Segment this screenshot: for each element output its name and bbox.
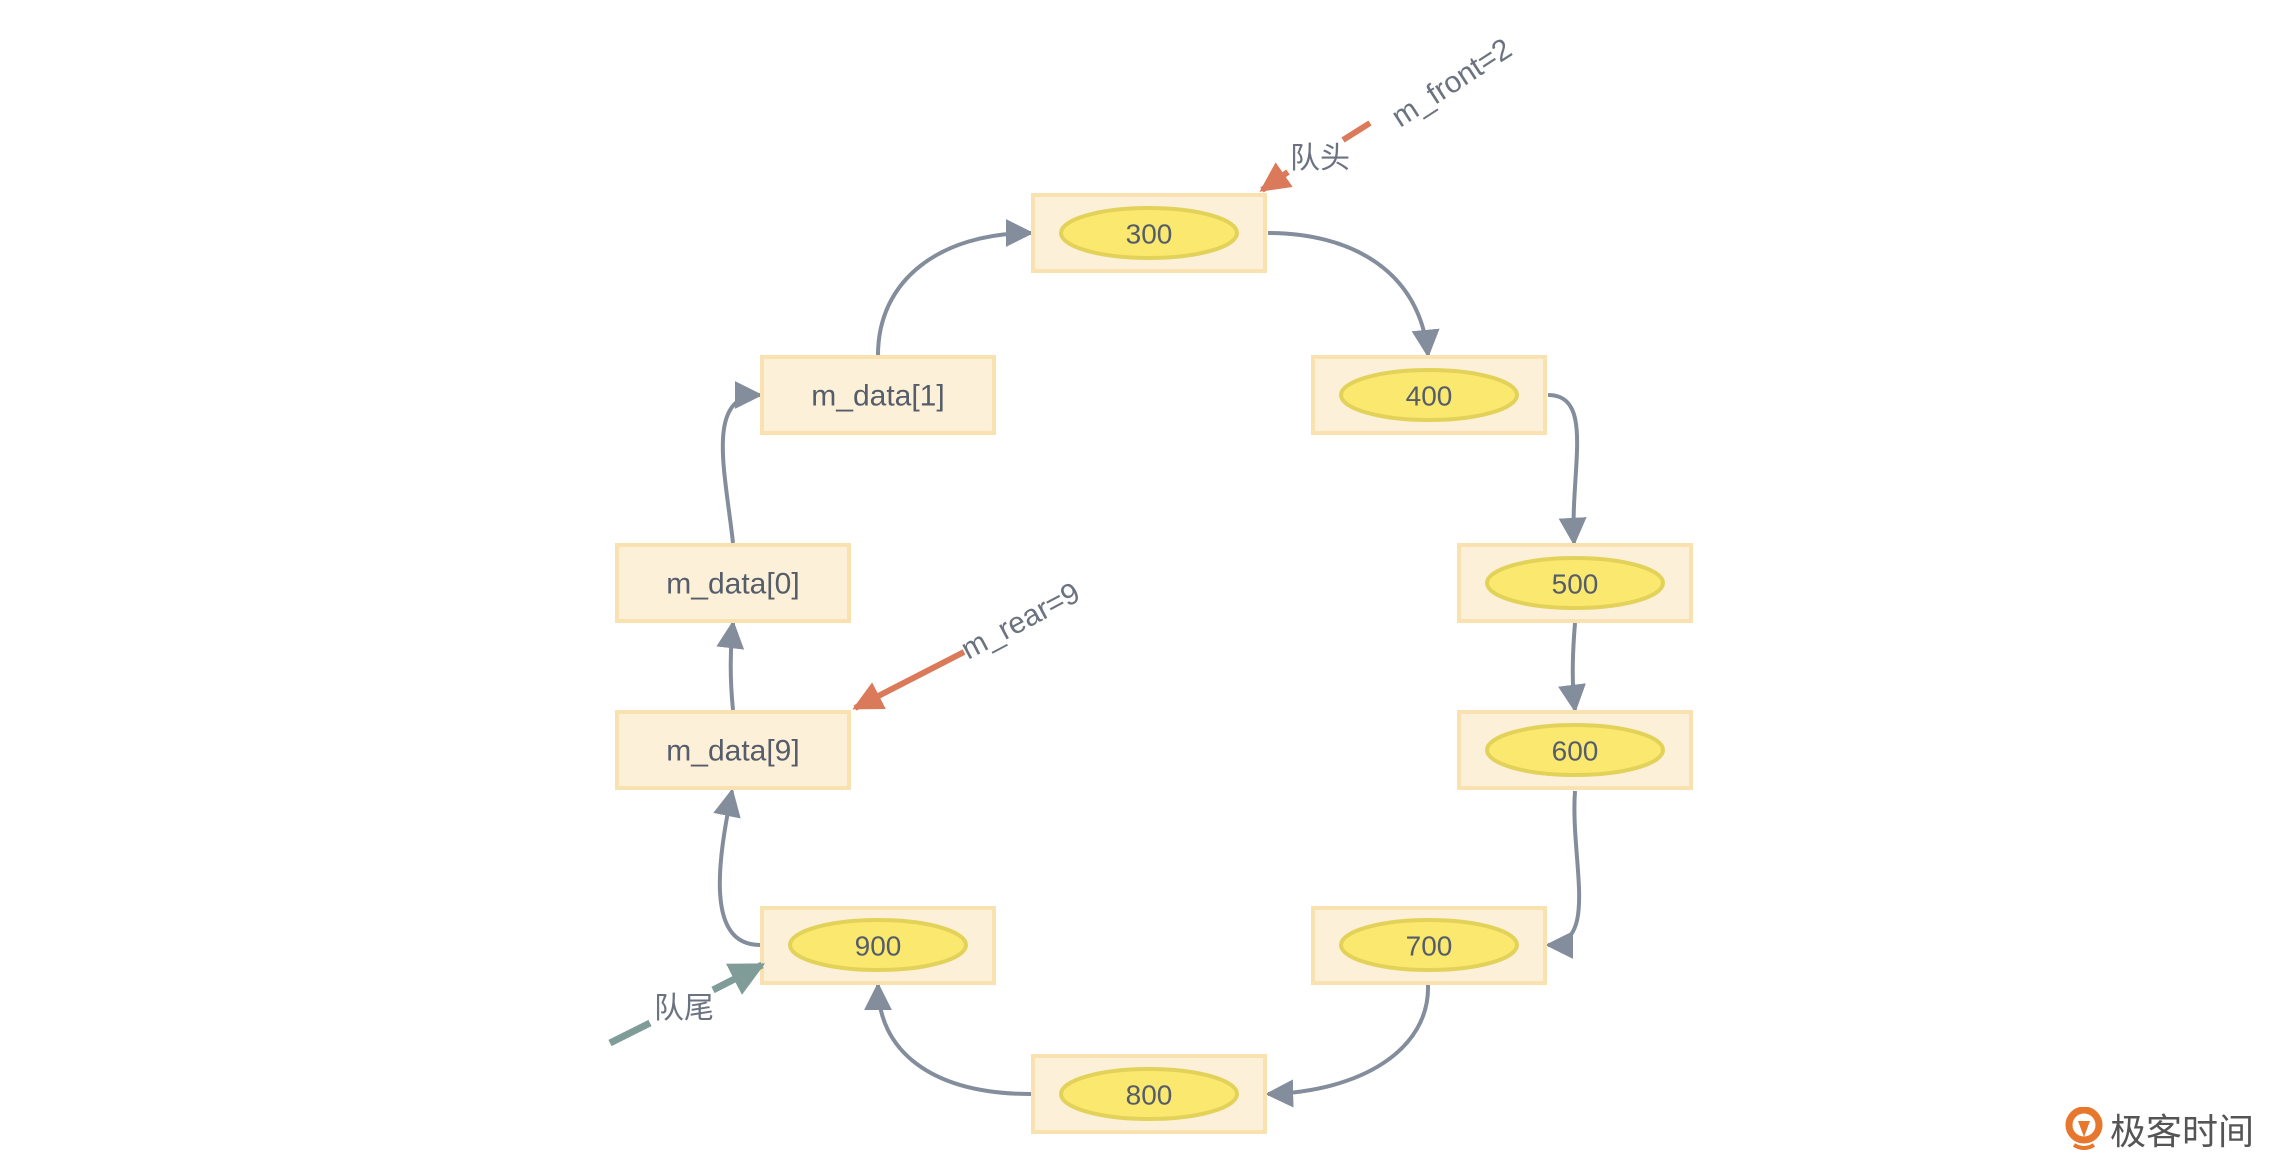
front-name: m_front=2 — [1386, 32, 1518, 134]
node-value: 400 — [1406, 381, 1453, 412]
node-value: 600 — [1552, 736, 1599, 767]
edges — [713, 219, 1587, 1108]
node-800: 800 — [1031, 1054, 1267, 1134]
edge-400-500 — [1547, 393, 1587, 546]
node-label: m_data[1] — [811, 380, 944, 413]
node-300: 300 — [1031, 193, 1267, 273]
front-pointer: 队头 m_front=2 — [1259, 32, 1518, 193]
edge-m0-m1 — [720, 381, 763, 544]
edge-800-900 — [864, 982, 1032, 1096]
edge-900-m9 — [713, 788, 761, 947]
node-700: 700 — [1311, 906, 1547, 985]
value-ellipse — [1059, 1067, 1239, 1121]
tail-arrow — [711, 961, 766, 995]
edge-m1-300 — [876, 219, 1034, 356]
value-ellipse — [1339, 918, 1519, 972]
logo-text: 极客时间 — [2109, 1112, 2254, 1153]
node-label: m_data[9] — [666, 735, 799, 768]
front-label: 队头 — [1290, 142, 1350, 175]
node-600: 600 — [1457, 710, 1693, 790]
value-ellipse — [1485, 723, 1665, 777]
edge-300-400 — [1267, 231, 1440, 358]
tail-arrow-tail — [608, 1019, 652, 1047]
node-value: 800 — [1126, 1080, 1173, 1111]
node-label: m_data[0] — [666, 568, 799, 601]
edge-700-800 — [1265, 984, 1431, 1108]
value-ellipse — [1485, 556, 1665, 610]
node-m-data-9: m_data[9] — [615, 710, 851, 790]
edge-500-600 — [1558, 622, 1586, 713]
front-arrow — [1259, 162, 1293, 193]
brand-logo: 极客时间 — [2064, 1103, 2254, 1155]
value-ellipse — [1059, 206, 1239, 260]
node-value: 300 — [1126, 219, 1173, 250]
edge-600-700 — [1545, 790, 1582, 959]
node-500: 500 — [1457, 543, 1693, 623]
node-value: 700 — [1406, 931, 1453, 962]
node-900: 900 — [760, 906, 996, 985]
tail-pointer: 队尾 — [608, 961, 766, 1047]
node-value: 500 — [1552, 569, 1599, 600]
rear-pointer: m_rear=9 — [852, 576, 1086, 711]
tail-label: 队尾 — [654, 992, 714, 1025]
rear-name: m_rear=9 — [956, 576, 1086, 666]
node-m-data-1: m_data[1] — [760, 355, 996, 435]
node-value: 900 — [855, 931, 902, 962]
value-ellipse — [1339, 368, 1519, 422]
front-arrow-tail — [1341, 120, 1372, 143]
edge-m9-m0 — [716, 620, 745, 711]
node-400: 400 — [1311, 355, 1547, 435]
node-m-data-0: m_data[0] — [615, 543, 851, 623]
rear-arrow — [852, 649, 966, 711]
geektime-logo-icon — [2065, 1107, 2103, 1150]
value-ellipse — [788, 918, 968, 972]
